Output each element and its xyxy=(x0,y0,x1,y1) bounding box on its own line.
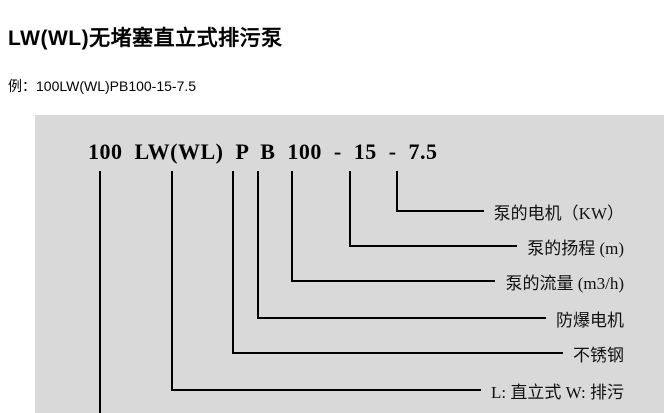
label-row-motor-power: 泵的电机（KW） xyxy=(397,199,624,223)
label-row-flow: 泵的流量 (m3/h) xyxy=(292,269,624,293)
spec-label-type-codes: L: 直立式 W: 排污 xyxy=(491,382,624,402)
model-code-diagram: 100 LW(WL) P B 100 - 15 - 7.5 泵的电机（KW） 泵… xyxy=(35,115,664,413)
horizontal-connector-line xyxy=(292,280,496,282)
label-row-head: 泵的扬程 (m) xyxy=(350,234,624,258)
horizontal-connector-line xyxy=(172,389,481,391)
label-row-explosion-proof-motor: 防爆电机 xyxy=(258,306,624,330)
horizontal-connector-line xyxy=(233,352,563,354)
spec-label-flow: 泵的流量 (m3/h) xyxy=(505,273,624,293)
horizontal-connector-line xyxy=(350,245,518,247)
horizontal-connector-line xyxy=(258,317,546,319)
example-text: 例：100LW(WL)PB100-15-7.5 xyxy=(8,78,197,94)
label-row-stainless-steel: 不锈钢 xyxy=(233,341,624,365)
connector-lines xyxy=(99,171,398,413)
model-code: 100 LW(WL) P B 100 - 15 - 7.5 xyxy=(88,139,438,164)
label-row-type-codes: L: 直立式 W: 排污 xyxy=(172,378,624,402)
spec-label-head: 泵的扬程 (m) xyxy=(527,238,624,258)
horizontal-connector-line xyxy=(397,210,484,212)
page-title: LW(WL)无堵塞直立式排污泵 xyxy=(8,27,283,50)
spec-label-stainless-steel: 不锈钢 xyxy=(573,345,624,365)
spec-label-explosion-proof-motor: 防爆电机 xyxy=(556,310,624,330)
spec-label-motor-power: 泵的电机（KW） xyxy=(493,203,624,223)
